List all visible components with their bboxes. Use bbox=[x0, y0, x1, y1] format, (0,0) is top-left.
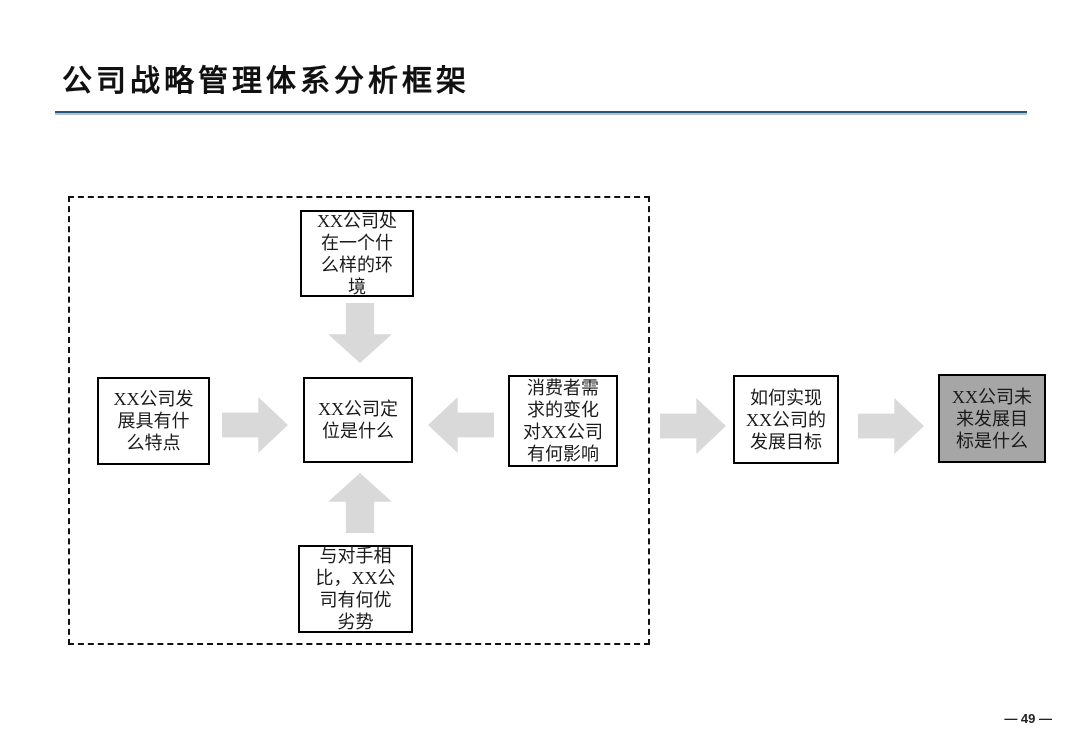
node-development-features: XX公司发 展具有什 么特点 bbox=[97, 377, 210, 465]
node-consumer-demand: 消费者需 求的变化 对XX公司 有何影响 bbox=[508, 375, 618, 467]
analysis-dashed-frame bbox=[68, 196, 650, 645]
page-number: — 49 — bbox=[1004, 711, 1052, 726]
page-title: 公司战略管理体系分析框架 bbox=[62, 65, 470, 98]
node-environment: XX公司处 在一个什 么样的环 境 bbox=[300, 210, 414, 297]
right-arrow-realize-to-goal bbox=[858, 398, 924, 454]
node-future-goals: XX公司未 来发展目 标是什么 bbox=[938, 374, 1046, 463]
node-competitor-comparison: 与对手相 比，XX公 司有何优 劣势 bbox=[298, 545, 413, 633]
node-company-positioning: XX公司定 位是什么 bbox=[303, 377, 413, 463]
title-underline bbox=[55, 111, 1027, 113]
right-arrow-frame-to-realize bbox=[660, 398, 726, 454]
node-realize-goals: 如何实现 XX公司的 发展目标 bbox=[733, 375, 839, 464]
